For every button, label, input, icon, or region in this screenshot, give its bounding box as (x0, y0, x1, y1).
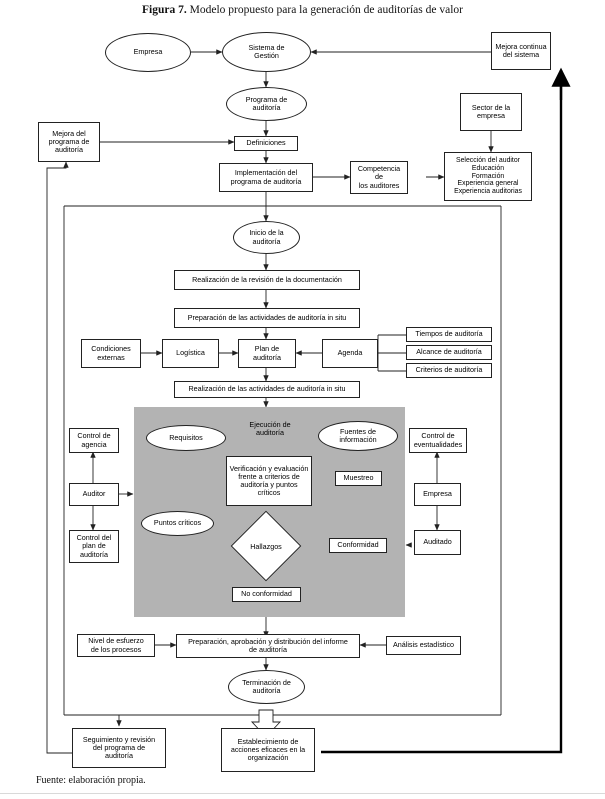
node-empresa-right[interactable]: Empresa (414, 483, 461, 506)
figure-title: Modelo propuesto para la generación de a… (189, 4, 463, 16)
node-preparacion-in-situ[interactable]: Preparación de las actividades de audito… (174, 308, 360, 328)
node-label: Fuentes de información (339, 426, 377, 444)
figure-caption: Figura 7. Modelo propuesto para la gener… (0, 4, 605, 16)
node-puntos-criticos[interactable]: Puntos críticos (141, 511, 214, 536)
node-label: Preparación, aprobación y distribución d… (188, 636, 348, 654)
node-revision-documentacion[interactable]: Realización de la revisión de la documen… (174, 270, 360, 290)
node-sector-empresa[interactable]: Sector de la empresa (460, 93, 522, 131)
node-plan-auditoria[interactable]: Plan de auditoría (238, 339, 296, 368)
node-terminacion-auditoria[interactable]: Terminación de auditoría (228, 670, 305, 704)
node-label: Tiempos de auditoría (415, 329, 483, 339)
node-condiciones-externas[interactable]: Condiciones externas (81, 339, 141, 368)
node-programa-auditoria[interactable]: Programa de auditoría (226, 87, 307, 121)
figure-source: Fuente: elaboración propia. (36, 775, 146, 786)
node-tiempos-auditoria[interactable]: Tiempos de auditoría (406, 327, 492, 342)
node-control-eventualidades[interactable]: Control de eventualidades (409, 428, 467, 453)
node-label: Condiciones externas (91, 344, 131, 362)
node-auditado[interactable]: Auditado (414, 530, 461, 555)
node-establecimiento-acciones[interactable]: Establecimiento de acciones eficaces en … (221, 728, 315, 772)
node-label: Auditado (423, 537, 452, 547)
node-nivel-esfuerzo[interactable]: Nivel de esfuerzo de los procesos (77, 634, 155, 657)
node-criterios-auditoria[interactable]: Criterios de auditoría (406, 363, 492, 378)
node-label: Alcance de auditoría (416, 347, 482, 357)
node-label: Preparación de las actividades de audito… (187, 312, 347, 322)
node-label: Mejora continua del sistema (495, 41, 547, 59)
node-competencia-auditores[interactable]: Competencia de los auditores (350, 161, 408, 194)
node-preparacion-informe[interactable]: Preparación, aprobación y distribución d… (176, 634, 360, 658)
node-seleccion-auditor[interactable]: Selección del auditor Educación Formació… (444, 152, 532, 201)
execution-zone-label-line1: Ejecución de (249, 420, 291, 429)
node-label: Plan de auditoría (253, 344, 281, 362)
node-label: Realización de la revisión de la documen… (192, 274, 342, 284)
node-label: Verificación y evaluación frente a crite… (229, 463, 309, 498)
node-control-plan-auditoria[interactable]: Control del plan de auditoría (69, 530, 119, 563)
node-no-conformidad[interactable]: No conformidad (232, 587, 301, 602)
node-label: Seguimiento y revisión del programa de a… (82, 734, 156, 761)
node-label: Conformidad (337, 540, 379, 550)
node-label: Sistema de Gestión (248, 42, 285, 60)
node-label: Nivel de esfuerzo de los procesos (88, 636, 144, 654)
node-hallazgos[interactable]: Hallazgos (230, 510, 302, 582)
node-label: Auditor (82, 489, 106, 499)
node-label: Empresa (423, 489, 452, 499)
node-agenda[interactable]: Agenda (322, 339, 378, 368)
node-label: Control de eventualidades (413, 431, 463, 449)
node-label: Empresa (133, 47, 163, 57)
node-logistica[interactable]: Logística (162, 339, 219, 368)
execution-zone-label-line2: auditoría (256, 428, 284, 438)
node-label: Definiciones (246, 138, 286, 148)
node-label: Sector de la empresa (471, 102, 511, 120)
node-implementacion[interactable]: Implementación del programa de auditoría (219, 163, 313, 192)
node-inicio-auditoria[interactable]: Inicio de la auditoría (233, 221, 300, 254)
node-label: Realización de las actividades de audito… (188, 384, 346, 394)
node-conformidad[interactable]: Conformidad (329, 538, 387, 553)
node-label: Terminación de auditoría (242, 677, 291, 695)
node-label: Inicio de la auditoría (249, 228, 284, 246)
node-label: Muestreo (343, 473, 374, 483)
node-label: Competencia de los auditores (357, 164, 401, 190)
node-label: Requisitos (169, 432, 203, 442)
node-mejora-continua[interactable]: Mejora continua del sistema (491, 32, 551, 70)
node-label: Hallazgos (250, 541, 282, 551)
node-label: Puntos críticos (153, 518, 202, 528)
node-analisis-estadistico[interactable]: Análisis estadístico (386, 636, 461, 655)
node-label: Criterios de auditoría (415, 365, 483, 375)
node-requisitos[interactable]: Requisitos (146, 425, 226, 451)
node-label: Control de agencia (77, 431, 111, 449)
node-sistema-gestion[interactable]: Sistema de Gestión (222, 32, 311, 72)
bottom-divider (0, 793, 605, 794)
node-label: Logística (176, 348, 205, 358)
node-label: Establecimiento de acciones eficaces en … (230, 736, 306, 763)
node-realizacion-actividades-in-situ[interactable]: Realización de las actividades de audito… (174, 381, 360, 398)
node-auditor[interactable]: Auditor (69, 483, 119, 506)
node-verificacion-evaluacion[interactable]: Verificación y evaluación frente a crite… (226, 456, 312, 506)
node-muestreo[interactable]: Muestreo (335, 471, 382, 486)
node-definiciones[interactable]: Definiciones (234, 136, 298, 151)
node-label: Control del plan de auditoría (76, 533, 112, 559)
node-label: Análisis estadístico (392, 640, 455, 650)
node-label: Selección del auditor Educación Formació… (454, 157, 522, 196)
node-fuentes-informacion[interactable]: Fuentes de información (318, 421, 398, 451)
node-seguimiento-revision[interactable]: Seguimiento y revisión del programa de a… (72, 728, 166, 768)
node-mejora-programa[interactable]: Mejora del programa de auditoría (38, 122, 100, 162)
node-label: Agenda (337, 348, 363, 358)
node-alcance-auditoria[interactable]: Alcance de auditoría (406, 345, 492, 360)
node-label: Implementación del programa de auditoría (230, 168, 302, 186)
node-empresa-top[interactable]: Empresa (105, 33, 191, 72)
node-label: No conformidad (241, 589, 292, 599)
figure-number: Figura 7. (142, 4, 187, 16)
execution-zone-label: Ejecución de auditoría (225, 420, 315, 438)
node-control-agencia[interactable]: Control de agencia (69, 428, 119, 453)
node-label: Programa de auditoría (245, 94, 288, 112)
node-label: Mejora del programa de auditoría (48, 128, 90, 155)
